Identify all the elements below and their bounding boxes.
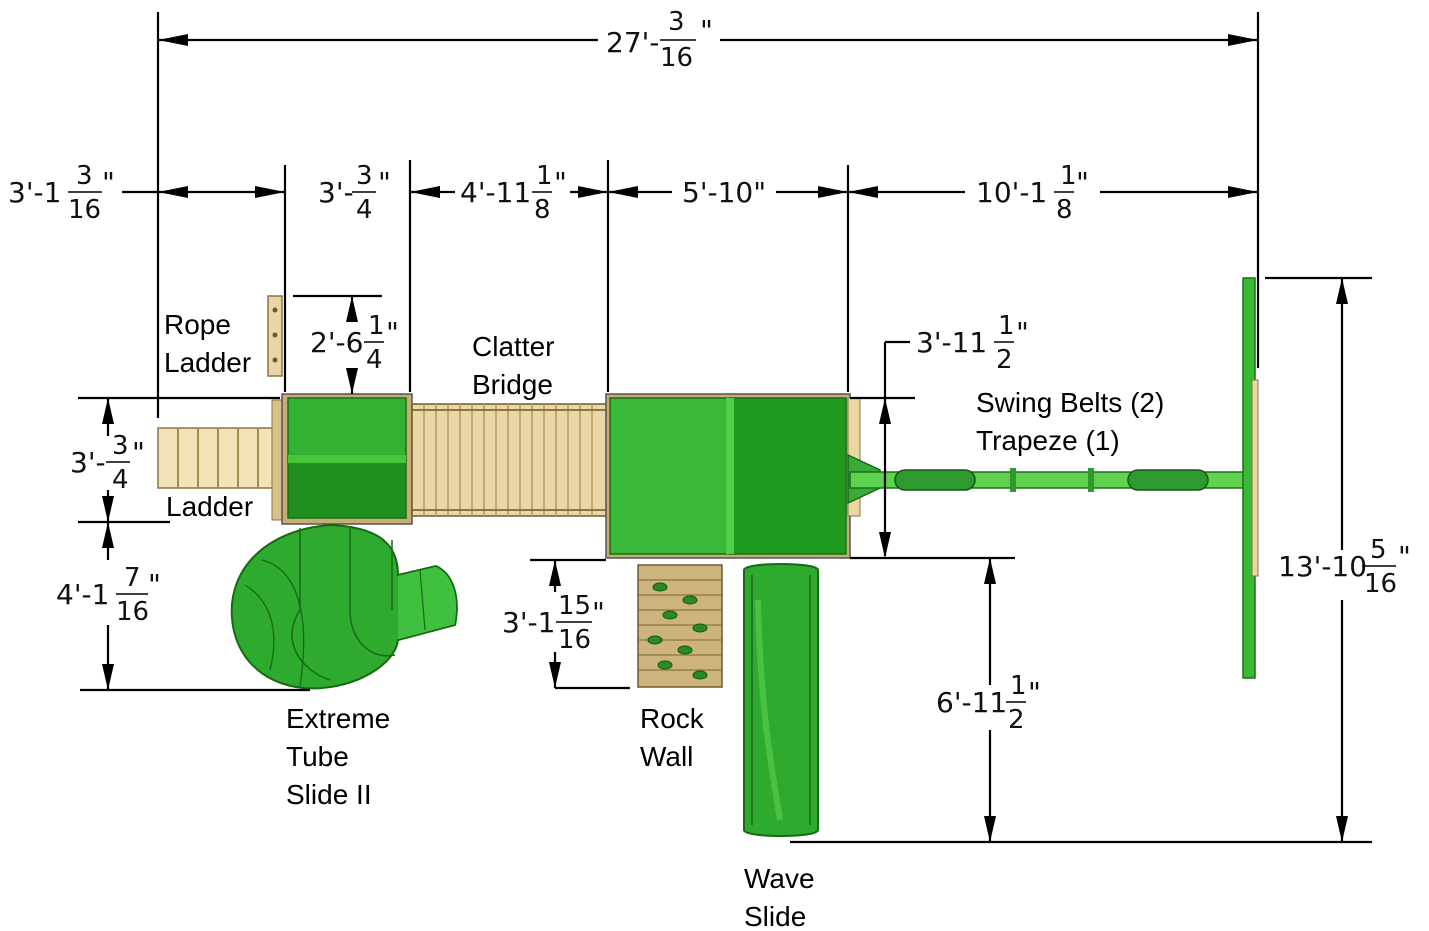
svg-text:1: 1 bbox=[368, 311, 385, 341]
dimension-lines bbox=[78, 12, 1372, 844]
svg-text:": " bbox=[1398, 540, 1411, 573]
svg-text:1: 1 bbox=[1060, 161, 1077, 191]
dimension-texts: 27'- 3 16 " 3'-1 3 16 " 3'- 3 4 " 4'-11 … bbox=[8, 7, 1411, 735]
dim-tube-slide-depth: 4'-1 7 16 " bbox=[56, 563, 161, 627]
dim-overall-depth: 13'-10 5 16 " bbox=[1278, 535, 1411, 599]
dim-rope-ladder-depth: 2'-6 1 4 " bbox=[310, 311, 399, 375]
label-tube-slide: Extreme Tube Slide II bbox=[286, 703, 398, 810]
label-ladder: Ladder bbox=[166, 491, 253, 522]
label-rock-wall: Rock Wall bbox=[640, 703, 712, 772]
label-wave-slide: Wave Slide bbox=[744, 863, 822, 931]
svg-text:3: 3 bbox=[668, 7, 685, 37]
svg-text:8: 8 bbox=[534, 195, 551, 225]
dim-wave-slide-depth: 6'-11 1 2 " bbox=[936, 671, 1041, 735]
svg-text:10'-1: 10'-1 bbox=[976, 176, 1047, 209]
dim-deck2-width: 5'-10" bbox=[682, 176, 766, 209]
rock-wall bbox=[637, 564, 723, 688]
playset-drawing bbox=[157, 277, 1259, 837]
svg-text:3'-11: 3'-11 bbox=[916, 326, 987, 359]
svg-text:16: 16 bbox=[68, 195, 101, 225]
label-clatter-bridge: Clatter Bridge bbox=[472, 331, 562, 400]
dim-swing-width: 10'-1 1 8 " bbox=[976, 161, 1089, 225]
svg-text:16: 16 bbox=[116, 597, 149, 627]
extreme-tube-slide bbox=[230, 523, 458, 690]
deck-tower-2 bbox=[605, 393, 861, 559]
svg-text:13'-10: 13'-10 bbox=[1278, 550, 1367, 583]
svg-text:3'-: 3'- bbox=[70, 446, 106, 479]
svg-text:": " bbox=[1016, 316, 1029, 349]
svg-text:27'-: 27'- bbox=[606, 26, 659, 59]
dim-deck2-depth: 3'-11 1 2 " bbox=[916, 311, 1029, 375]
svg-text:8: 8 bbox=[1056, 195, 1073, 225]
svg-text:6'-11: 6'-11 bbox=[936, 686, 1007, 719]
svg-text:4'-1: 4'-1 bbox=[56, 578, 109, 611]
rope-ladder bbox=[267, 295, 283, 377]
svg-text:1: 1 bbox=[1010, 671, 1027, 701]
svg-text:": " bbox=[700, 14, 713, 47]
svg-text:": " bbox=[148, 568, 161, 601]
dim-bridge-width: 4'-11 1 8 " bbox=[460, 161, 567, 225]
svg-text:2: 2 bbox=[1008, 705, 1025, 735]
svg-text:3: 3 bbox=[112, 431, 129, 461]
svg-text:5'-10": 5'-10" bbox=[682, 176, 766, 209]
svg-text:4: 4 bbox=[356, 195, 373, 225]
svg-text:4: 4 bbox=[112, 465, 129, 495]
dim-deck1-depth: 3'- 3 4 " bbox=[70, 431, 145, 495]
svg-text:4: 4 bbox=[366, 345, 383, 375]
svg-text:3: 3 bbox=[76, 161, 93, 191]
deck-tower-1 bbox=[281, 393, 413, 525]
svg-text:4'-11: 4'-11 bbox=[460, 176, 531, 209]
dim-rock-wall-depth: 3'-1 15 16 " bbox=[502, 591, 605, 655]
svg-text:16: 16 bbox=[558, 625, 591, 655]
svg-text:": " bbox=[132, 436, 145, 469]
svg-text:": " bbox=[1028, 676, 1041, 709]
svg-text:2'-6: 2'-6 bbox=[310, 326, 363, 359]
svg-text:": " bbox=[554, 166, 567, 199]
svg-text:3'-: 3'- bbox=[318, 176, 354, 209]
svg-text:15: 15 bbox=[558, 591, 591, 621]
svg-text:1: 1 bbox=[998, 311, 1015, 341]
ladder bbox=[157, 399, 283, 521]
svg-text:": " bbox=[386, 316, 399, 349]
clatter-bridge bbox=[411, 403, 609, 517]
svg-text:": " bbox=[592, 596, 605, 629]
svg-text:7: 7 bbox=[124, 563, 141, 593]
label-swing: Swing Belts (2) Trapeze (1) bbox=[976, 387, 1172, 456]
dim-overall-width: 27'- 3 16 " bbox=[600, 7, 718, 74]
svg-text:": " bbox=[1076, 166, 1089, 199]
svg-text:5: 5 bbox=[1370, 535, 1387, 565]
svg-text:3: 3 bbox=[356, 161, 373, 191]
svg-text:1: 1 bbox=[536, 161, 553, 191]
svg-text:3'-1: 3'-1 bbox=[502, 606, 555, 639]
dim-deck1-width: 3'- 3 4 " bbox=[318, 161, 391, 225]
svg-text:16: 16 bbox=[660, 43, 693, 73]
svg-text:": " bbox=[378, 166, 391, 199]
component-labels: Rope Ladder Clatter Bridge Swing Belts (… bbox=[164, 309, 1172, 931]
svg-text:3'-1: 3'-1 bbox=[8, 176, 61, 209]
swing-beam bbox=[847, 277, 1259, 679]
svg-text:2: 2 bbox=[996, 345, 1013, 375]
wave-slide bbox=[743, 563, 819, 837]
dim-rope-ladder-width: 3'-1 3 16 " bbox=[8, 161, 115, 225]
label-rope-ladder: Rope Ladder bbox=[164, 309, 251, 378]
svg-text:": " bbox=[102, 166, 115, 199]
svg-text:16: 16 bbox=[1364, 569, 1397, 599]
